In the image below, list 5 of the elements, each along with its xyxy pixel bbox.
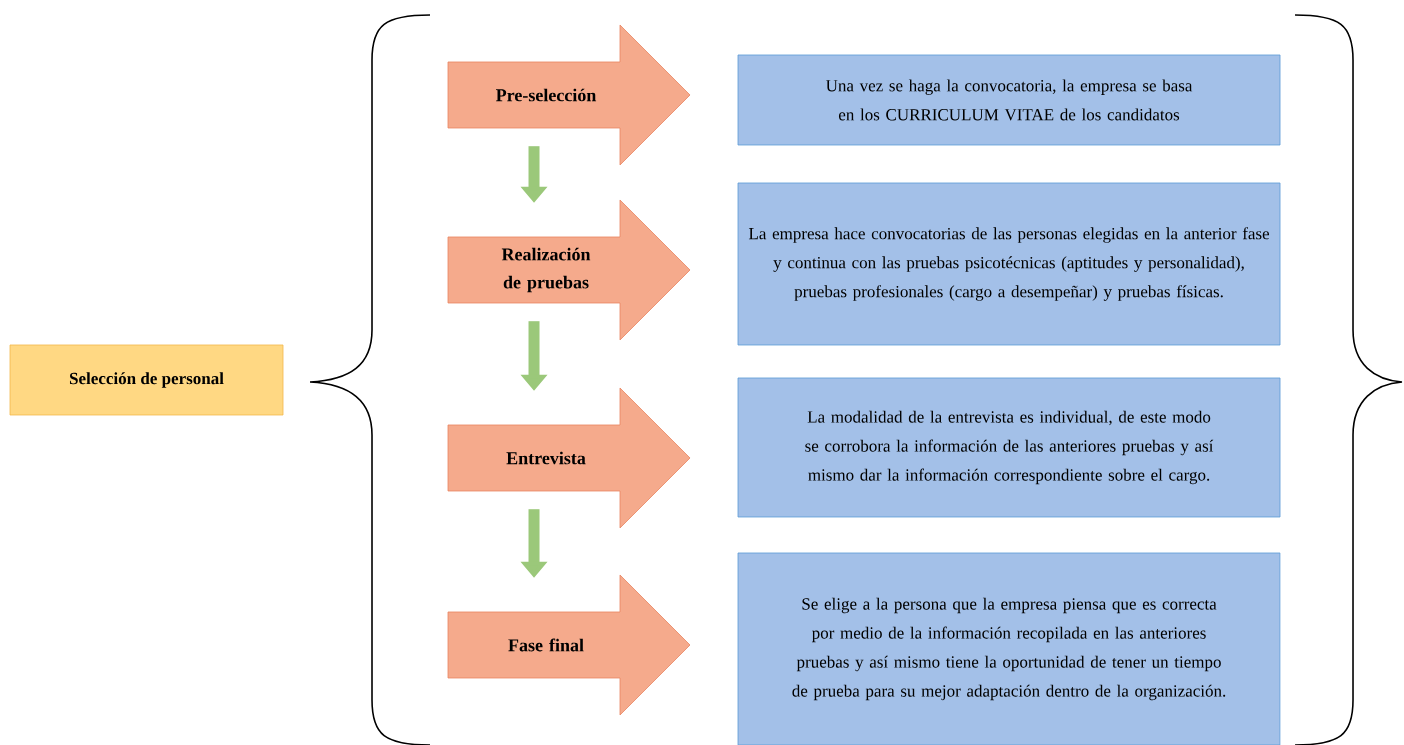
- description-box: La empresa hace convocatorias de las personas elegidas en la anterior fase y continua con las pruebas psicotécnicas (aptitudes y personalidad), pruebas profesionales (cargo a desempeñar) y pruebas físicas.: [737, 182, 1281, 346]
- description-box: Se elige a la persona que la empresa piensa que es correcta por medio de la información recopilada en las anteriores pruebas y así mismo tiene la oportunidad de tener un tiempo de prueba para su mejor adaptación dentro de la organización.: [737, 552, 1281, 745]
- title-box: Selección de personal: [9, 344, 284, 416]
- description-box: La modalidad de la entrevista es individual, de este modo se corrobora la información de las anteriores pruebas y así mismo dar la información correspondiente sobre el cargo.: [737, 377, 1281, 518]
- description-box: Una vez se haga la convocatoria, la empresa se basa en los CURRICULUM VITAE de los candidatos: [737, 54, 1281, 146]
